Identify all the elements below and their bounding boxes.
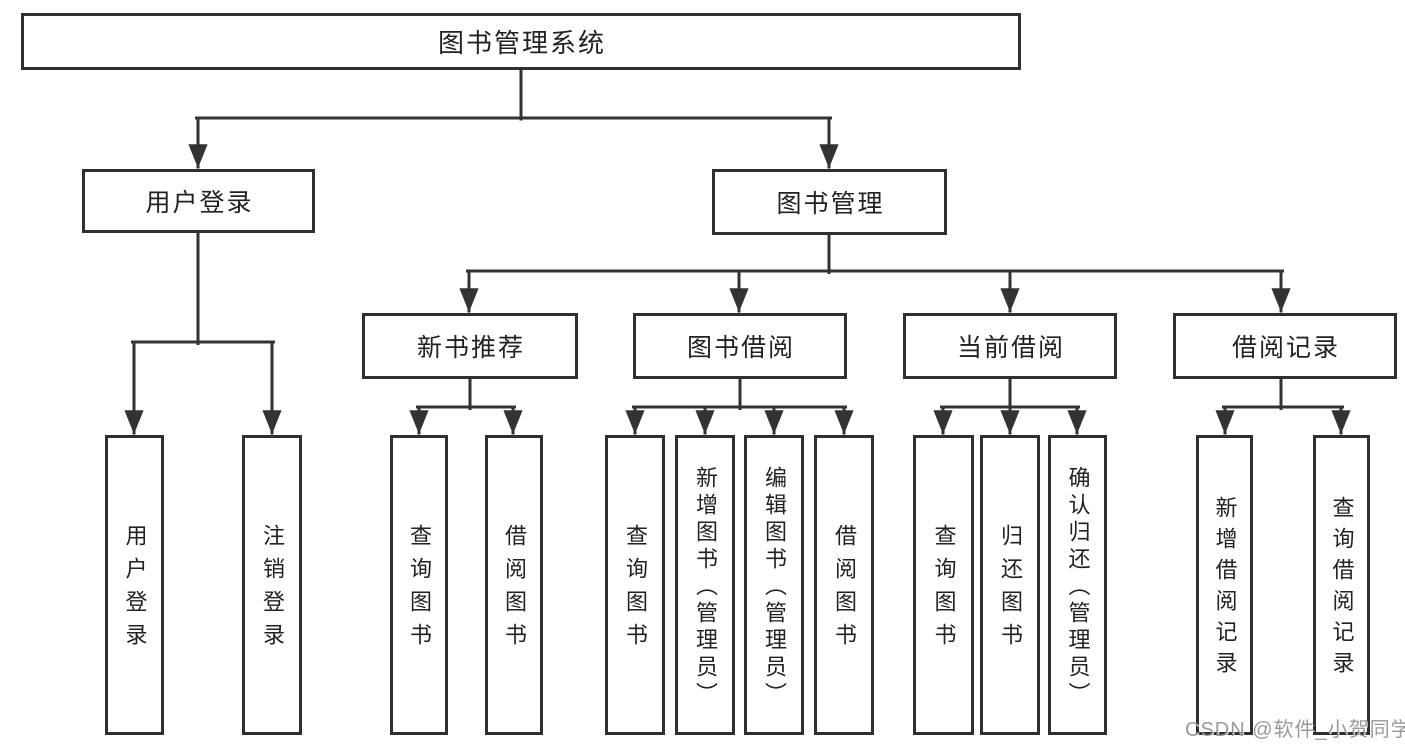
leaf-return-books: 归还图书 [980, 435, 1040, 735]
node-current-borrowing: 当前借阅 [903, 313, 1117, 379]
leaf-confirm-return-admin-label: 确认归还（管理员） [1065, 465, 1091, 709]
leaf-add-borrow-record: 新增借阅记录 [1196, 435, 1253, 735]
leaf-query-books-current: 查询图书 [913, 435, 974, 735]
node-current-borrowing-label: 当前借阅 [956, 334, 1065, 362]
leaf-query-books-recommend-label: 查询图书 [407, 524, 432, 656]
node-borrowing-records: 借阅记录 [1173, 313, 1397, 379]
leaf-confirm-return-admin: 确认归还（管理员） [1048, 435, 1107, 735]
leaf-return-books-label: 归还图书 [998, 524, 1023, 656]
leaf-borrow-books-recommend: 借阅图书 [485, 435, 543, 735]
leaf-add-book-admin-label: 新增图书（管理员） [693, 465, 718, 709]
node-book-borrowing-label: 图书借阅 [686, 334, 795, 362]
leaf-edit-book-admin: 编辑图书（管理员） [744, 435, 804, 735]
leaf-user-login-label: 用户登录 [122, 524, 148, 656]
leaf-query-borrow-record-label: 查询借阅记录 [1329, 496, 1355, 682]
leaf-logout: 注销登录 [242, 435, 302, 735]
leaf-query-books-recommend: 查询图书 [390, 435, 448, 735]
leaf-add-borrow-record-label: 新增借阅记录 [1212, 496, 1238, 682]
leaf-logout-label: 注销登录 [260, 524, 285, 656]
watermark-text: CSDN @软件_小贺同学 [1185, 719, 1405, 741]
leaf-query-books-borrowing-label: 查询图书 [623, 524, 648, 656]
leaf-borrow-books-borrowing-label: 借阅图书 [832, 524, 857, 656]
node-book-management: 图书管理 [712, 169, 947, 235]
leaf-query-books-current-label: 查询图书 [931, 524, 957, 656]
node-root: 图书管理系统 [21, 13, 1021, 70]
leaf-query-books-borrowing: 查询图书 [605, 435, 665, 735]
node-book-management-label: 图书管理 [776, 190, 885, 218]
leaf-query-borrow-record: 查询借阅记录 [1313, 435, 1370, 735]
node-user-login: 用户登录 [82, 169, 315, 233]
node-borrowing-records-label: 借阅记录 [1231, 334, 1340, 362]
leaf-add-book-admin: 新增图书（管理员） [675, 435, 735, 735]
node-new-book-recommendation-label: 新书推荐 [416, 334, 525, 362]
node-root-label: 图书管理系统 [437, 28, 606, 58]
node-book-borrowing: 图书借阅 [633, 313, 847, 379]
node-user-login-label: 用户登录 [145, 189, 254, 217]
connector-group [124, 68, 1351, 435]
leaf-edit-book-admin-label: 编辑图书（管理员） [762, 465, 787, 709]
leaf-user-login: 用户登录 [105, 435, 164, 735]
node-new-book-recommendation: 新书推荐 [362, 313, 578, 379]
leaf-borrow-books-recommend-label: 借阅图书 [502, 524, 527, 656]
leaf-borrow-books-borrowing: 借阅图书 [814, 435, 874, 735]
